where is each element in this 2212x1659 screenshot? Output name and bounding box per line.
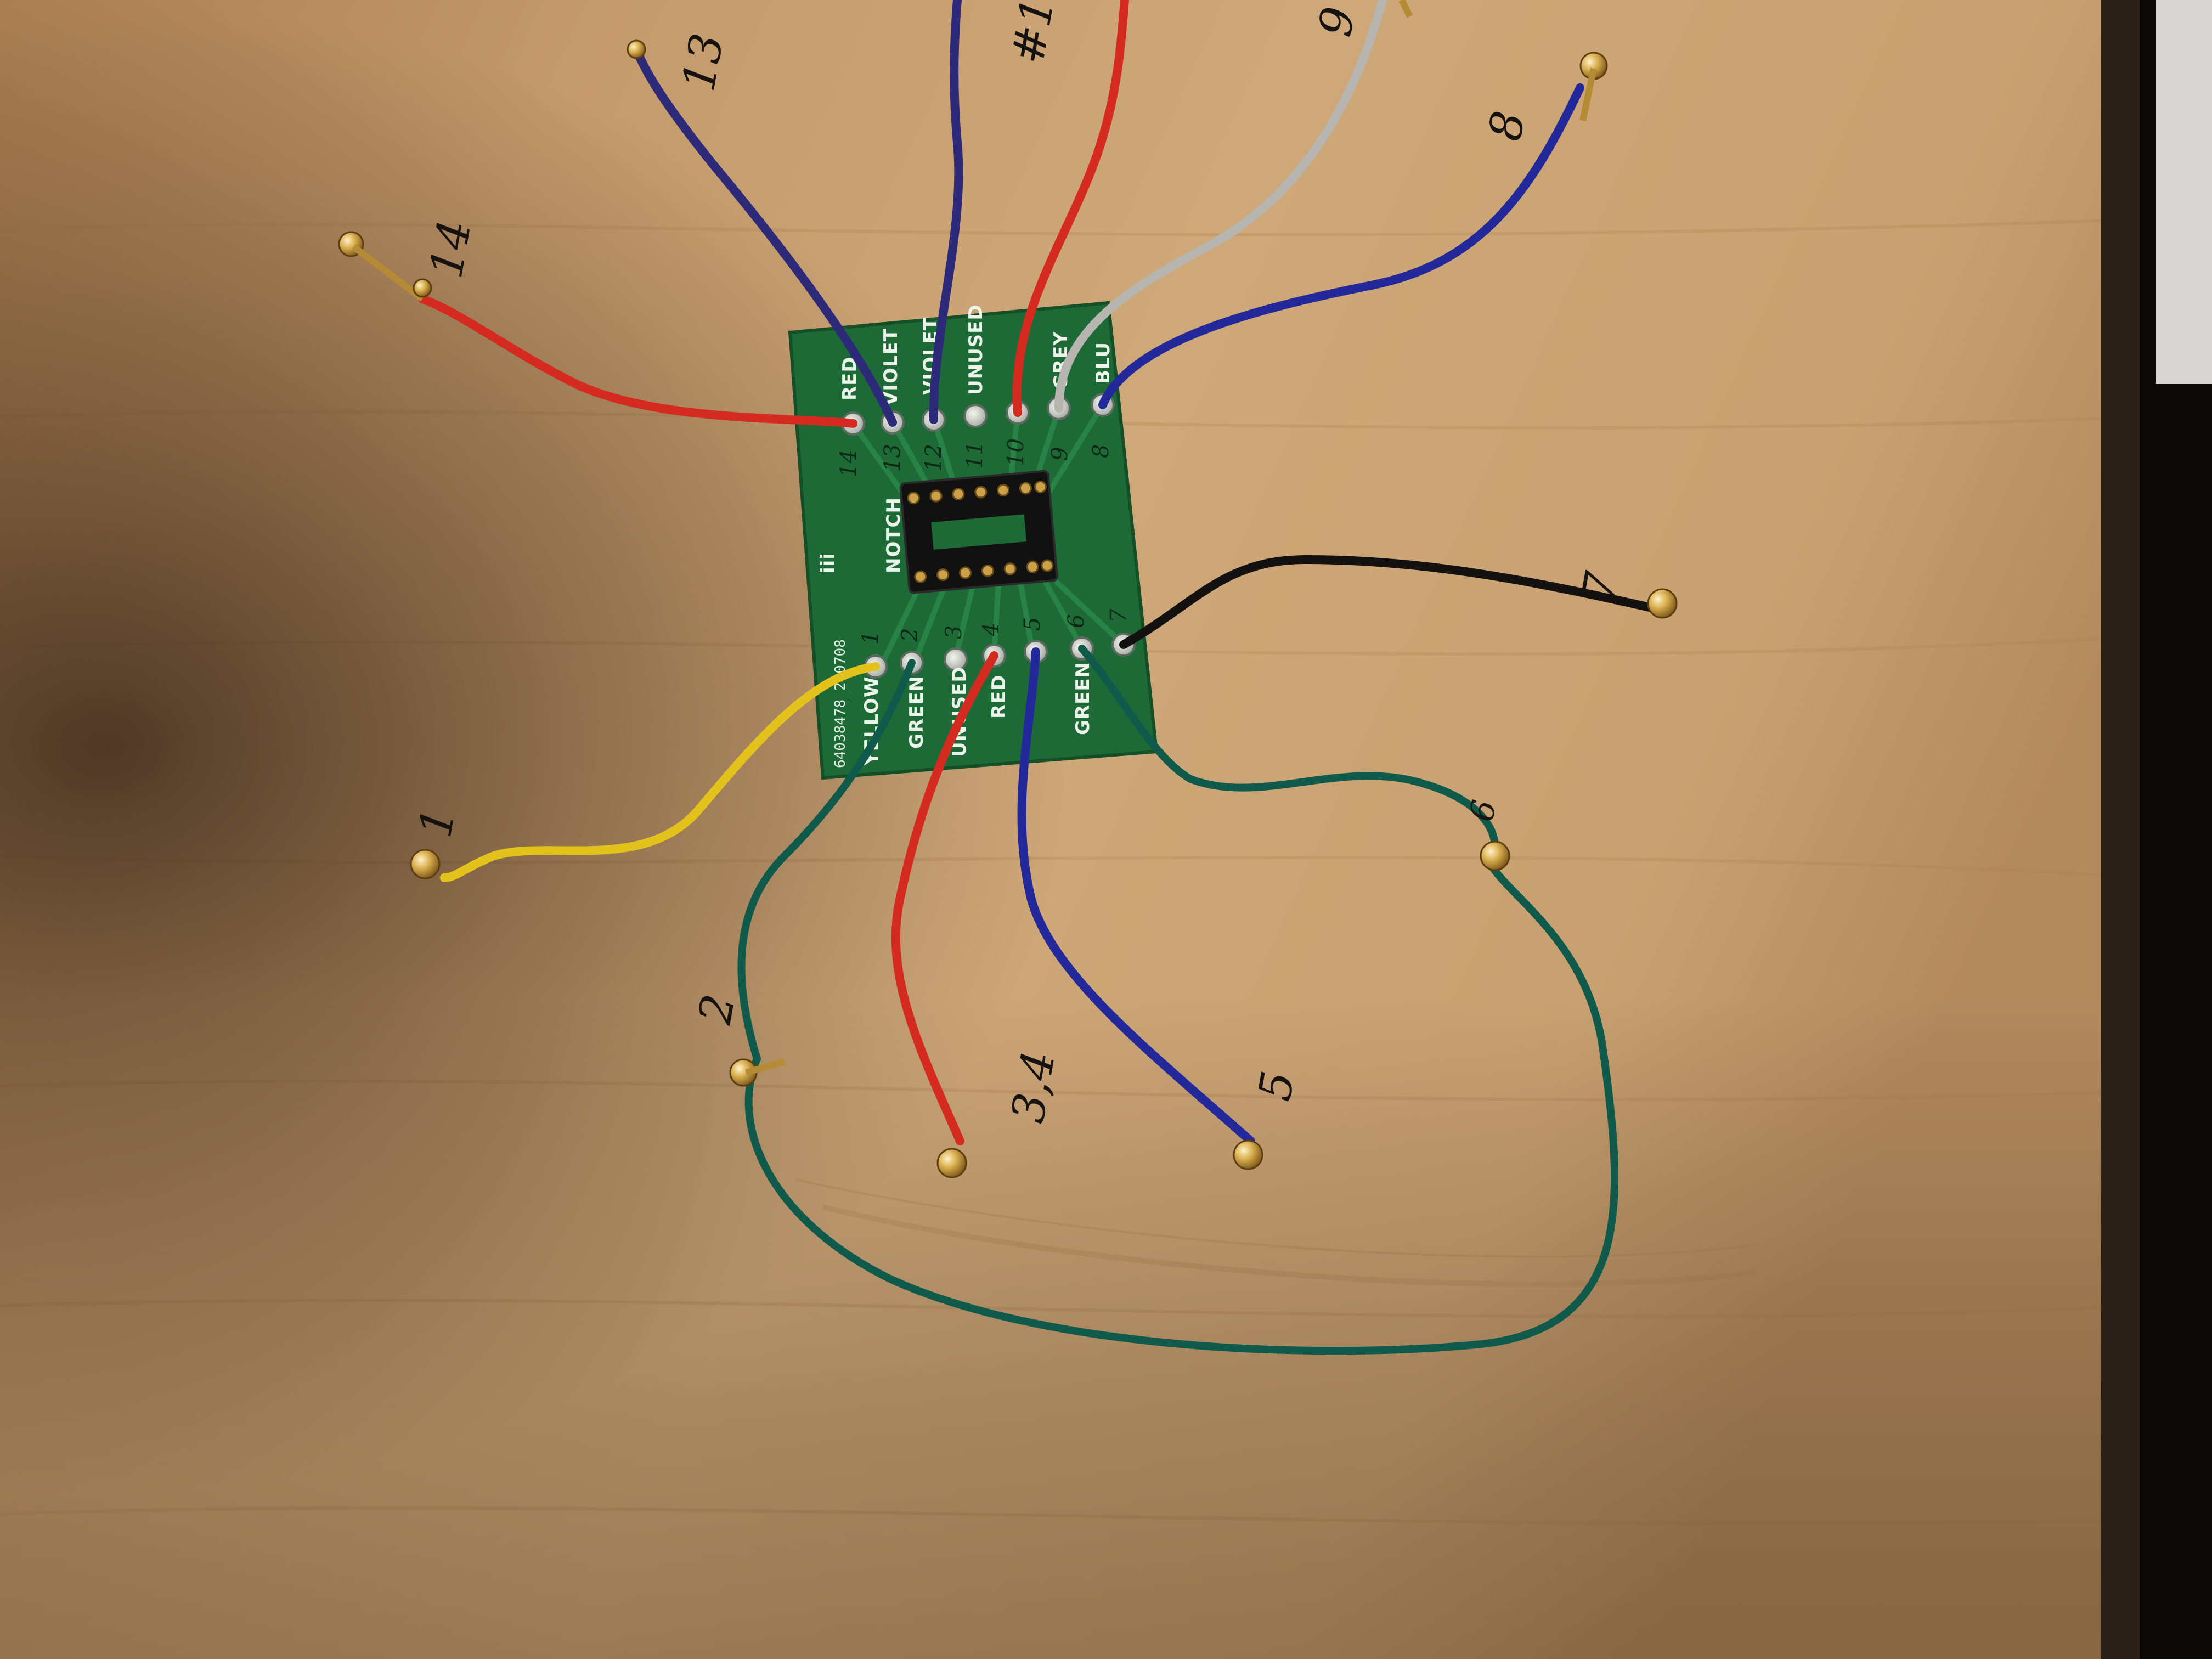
dip-socket — [899, 470, 1058, 594]
bottom-row-labels: YELLOW GREEN UNUSED RED GREEN — [861, 662, 1094, 766]
wire-green-2 — [737, 659, 916, 1063]
pcb-label-top-4: UNUSED — [965, 304, 987, 395]
pcb-pin-13: 13 — [880, 444, 905, 472]
label-3-4: 3,4 — [1002, 1047, 1065, 1127]
pcb-pin-10: 10 — [1003, 438, 1029, 466]
brass-pins — [338, 0, 1678, 1178]
label-12: #1 — [1002, 0, 1065, 67]
notch-marker: iii — [817, 552, 839, 573]
pcb-pin-8: 8 — [1088, 444, 1114, 458]
wire-red-14 — [418, 295, 857, 428]
pin-3-4-head — [936, 1148, 967, 1178]
pin-14-shank — [352, 244, 425, 302]
pcb-pin-numbers: 14 13 12 11 10 9 8 1 2 3 4 5 6 7 — [836, 438, 1131, 645]
background-light-strip — [2156, 0, 2212, 384]
pcb-label-bottom-2: GREEN — [906, 675, 928, 749]
pin-6-head — [1480, 840, 1510, 871]
wire-green-6 — [1078, 645, 1499, 865]
pcb-pin-7: 7 — [1106, 608, 1131, 623]
pcb-pin-12: 12 — [921, 444, 946, 472]
notch-label: NOTCH — [883, 497, 905, 573]
pcb-label-top-7: BLU — [1092, 342, 1114, 384]
pin-5-head — [1233, 1139, 1263, 1170]
wire-red-3-4 — [891, 651, 998, 1146]
pcb-label-bottom-6: GREEN — [1072, 662, 1094, 735]
label-13: 13 — [673, 30, 734, 95]
pin-7-head — [1647, 588, 1678, 619]
pin-8-shank — [1579, 67, 1597, 122]
wires — [418, 0, 1661, 1355]
pin-2-shank — [745, 1058, 786, 1076]
pcb-pin-5: 5 — [1020, 617, 1045, 631]
wire-blue-8 — [1098, 83, 1584, 409]
wire-blue-5 — [1017, 647, 1255, 1146]
wire-grey-9 — [1054, 0, 1387, 413]
wire-violet-13 — [632, 45, 897, 427]
pcb-pin-2: 2 — [898, 628, 923, 642]
pcb-pin-14: 14 — [836, 449, 861, 477]
pcb-label-top-2: VIOLET — [880, 328, 902, 406]
pcb-label-bottom-4: RED — [988, 674, 1010, 719]
breakout-pcb: RED VIOLET VIOLET UNUSED GREY BLU YELLOW… — [788, 301, 1159, 780]
pin-13-base — [627, 40, 646, 59]
pcb-pin-4: 4 — [979, 623, 1004, 637]
wire-green-loop — [744, 863, 1619, 1355]
label-14: 14 — [420, 216, 482, 281]
pcb-pin-11: 11 — [962, 441, 988, 469]
pin-9-shank — [1398, 0, 1413, 18]
bottom-shade — [0, 0, 2140, 1659]
pcb-pin-9: 9 — [1047, 447, 1073, 461]
pin-1-head — [410, 849, 441, 879]
pin-14-base — [413, 278, 432, 298]
pcb-pin-3: 3 — [941, 625, 967, 639]
board-edge — [2101, 0, 2140, 1659]
pcb-pin-1: 1 — [858, 631, 883, 645]
wire-violet-12 — [929, 0, 963, 424]
serial-number: 64038478_240708 — [832, 639, 849, 768]
wire-yellow-1 — [440, 662, 880, 882]
wire-black-7 — [1119, 555, 1661, 649]
wire-red-10 — [1012, 0, 1129, 417]
pcb-pin-6: 6 — [1064, 614, 1089, 628]
